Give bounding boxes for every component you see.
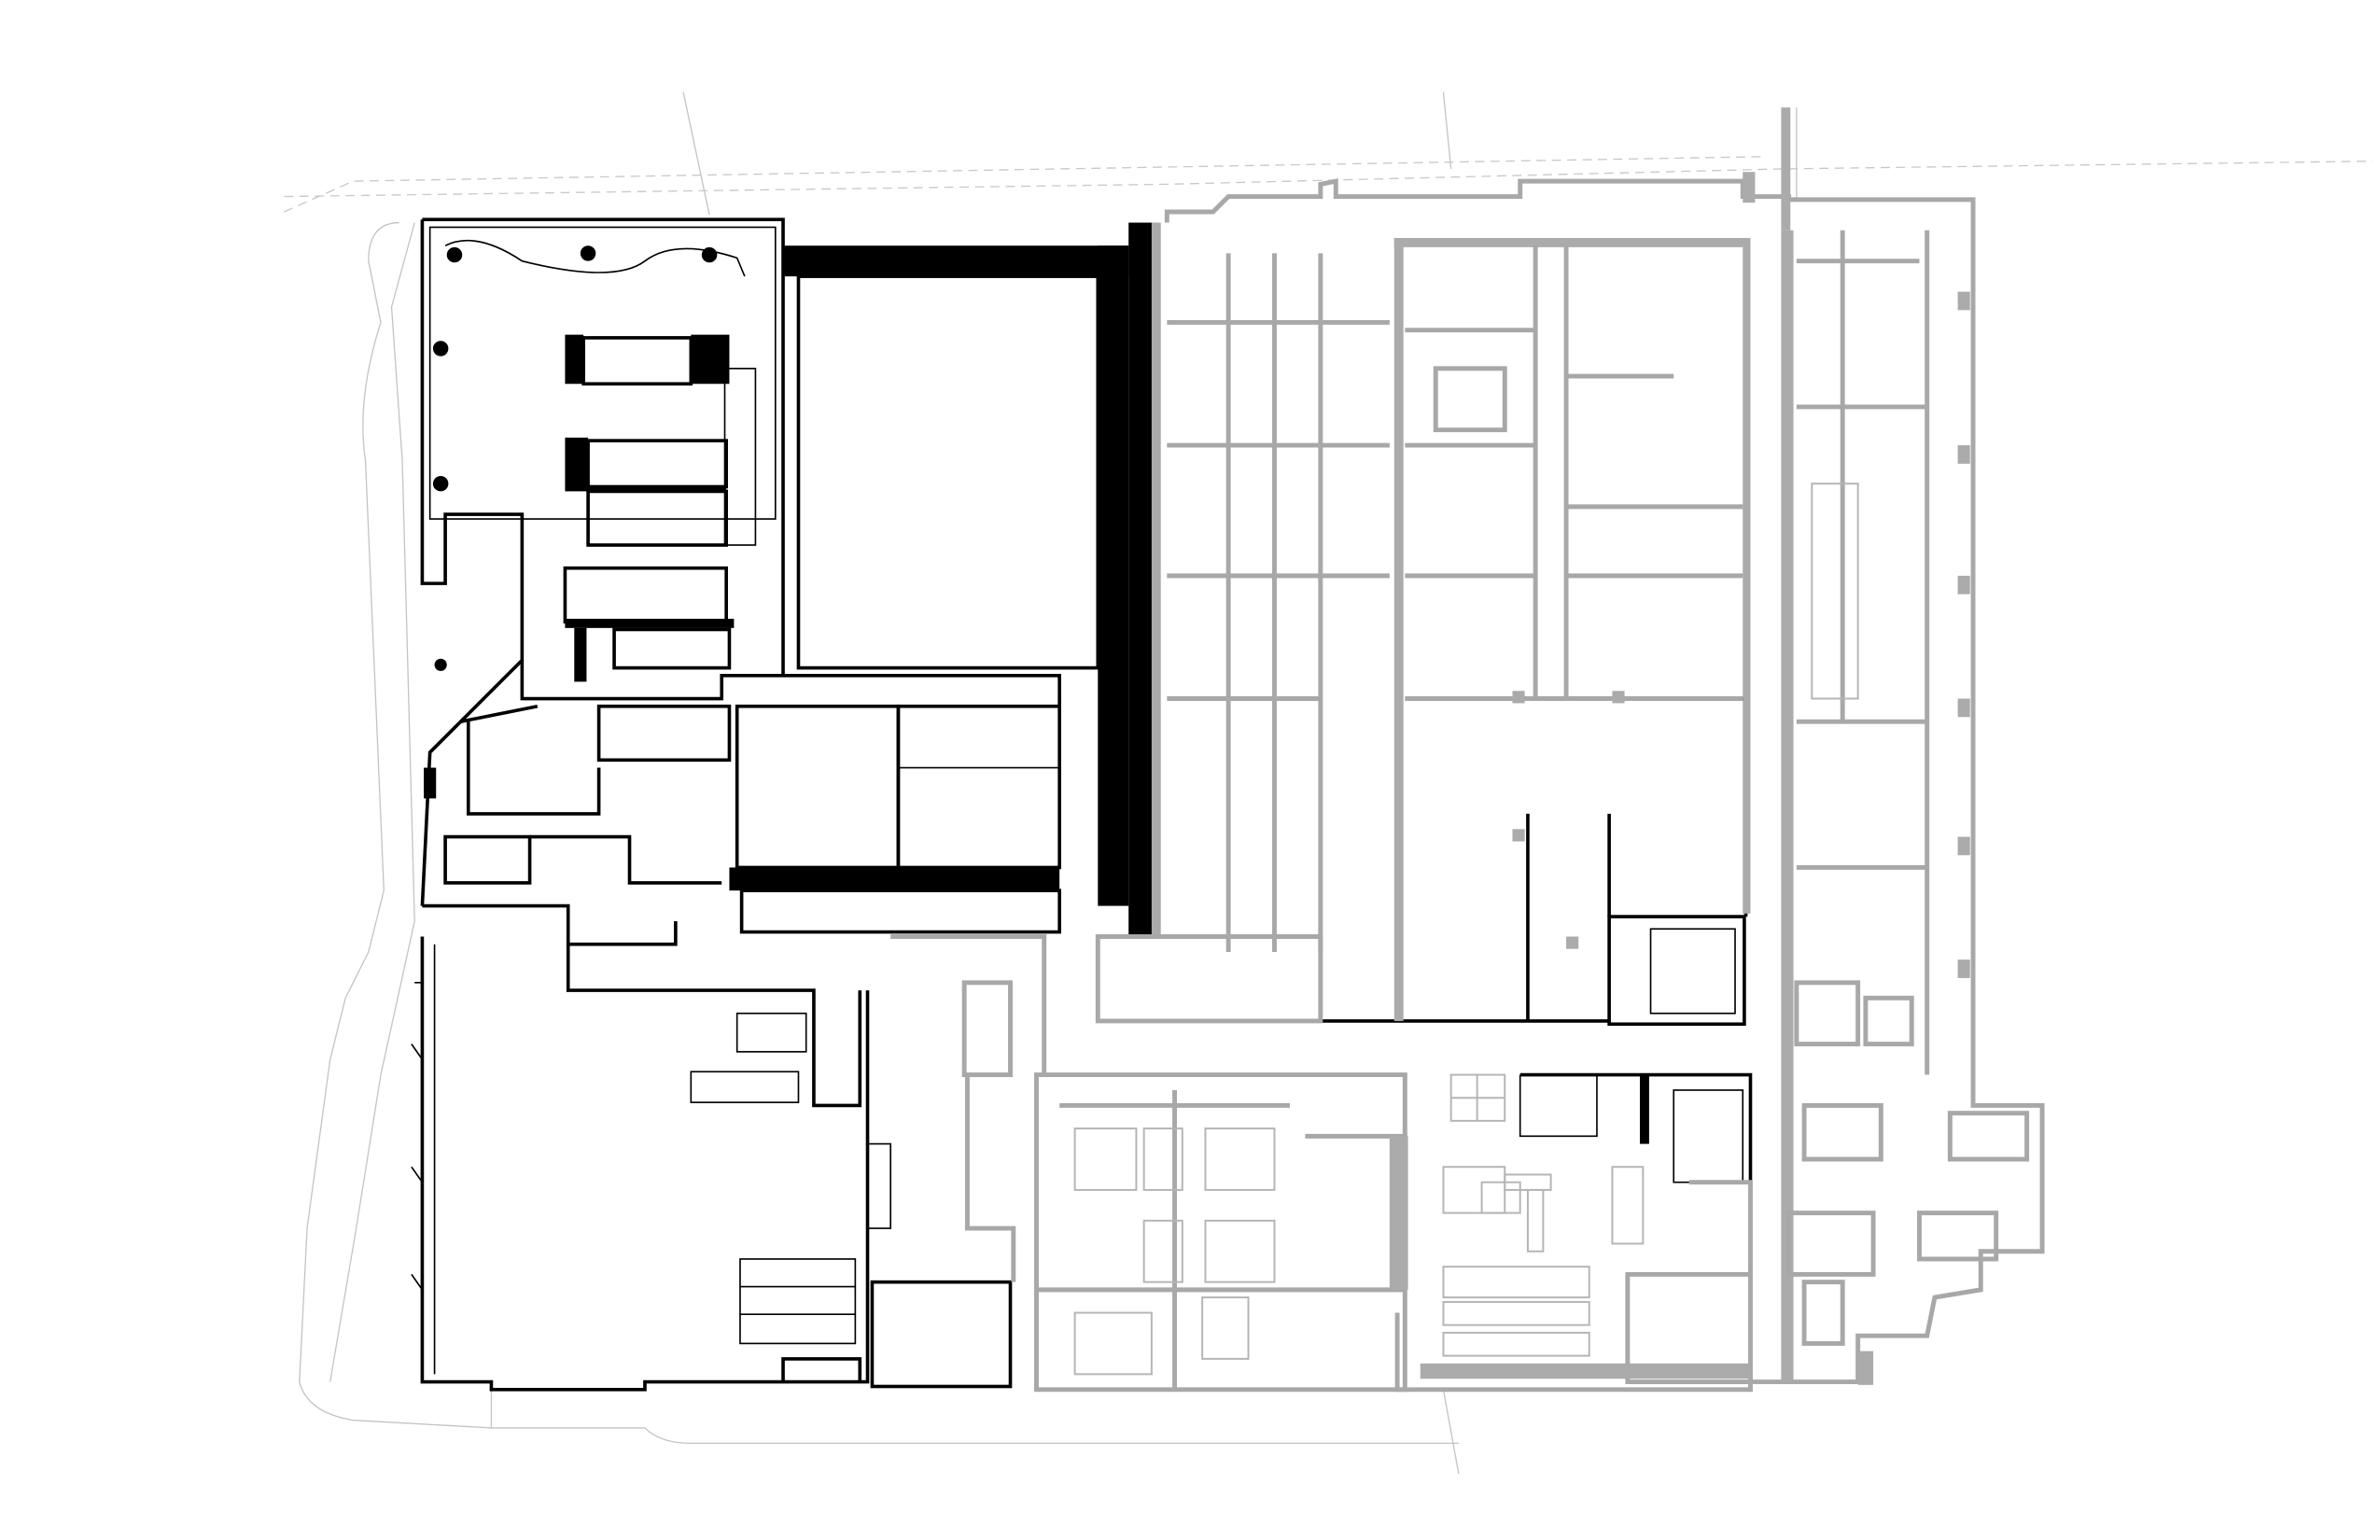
new-construction-walls (411, 217, 1753, 1392)
existing-walls (890, 107, 2045, 1393)
large-hall (796, 274, 1100, 670)
lobby-area (428, 226, 777, 520)
site-context-lines (284, 91, 2373, 1475)
lab-furniture (1442, 1073, 1645, 1357)
existing-columns (1512, 291, 1970, 978)
